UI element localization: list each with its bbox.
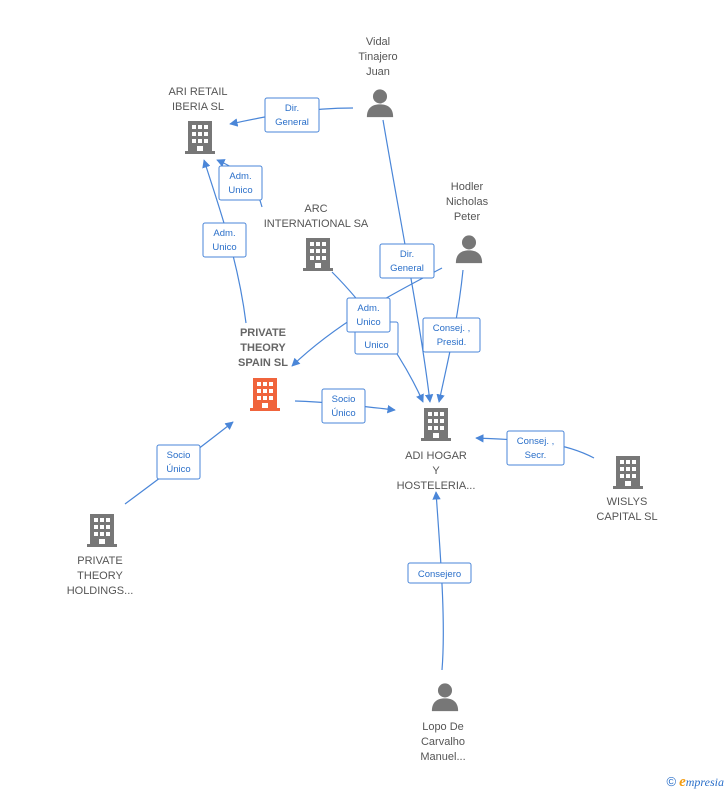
edge-label-line: Único bbox=[166, 464, 190, 475]
edge-label-pts-adi[interactable]: Socio Único bbox=[321, 388, 366, 424]
edge-label-line: Adm. bbox=[213, 228, 235, 239]
edge-label-line: Dir. bbox=[285, 103, 299, 114]
edge-label-box bbox=[379, 243, 435, 279]
node-label-line: HOSTELERIA... bbox=[397, 480, 476, 492]
node-label-line: ARC bbox=[304, 203, 327, 215]
edge-label-pts-ari[interactable]: Adm. Unico bbox=[202, 222, 247, 258]
edge-label-box bbox=[202, 222, 247, 258]
node-wislys-capital[interactable]: WISLYS CAPITAL SL bbox=[596, 456, 658, 523]
edge-label-vidal-ari[interactable]: Dir. General bbox=[264, 97, 320, 133]
node-lopo[interactable]: Lopo De Carvalho Manuel... bbox=[420, 683, 466, 763]
building-icon bbox=[250, 378, 280, 411]
node-arc-international[interactable]: ARC INTERNATIONAL SA bbox=[264, 203, 369, 271]
node-label-line: WISLYS bbox=[607, 496, 648, 508]
copyright-symbol: © bbox=[666, 774, 677, 789]
edge-label-box bbox=[407, 562, 472, 584]
nodes-layer: Vidal Tinajero Juan ARI RETAIL IBERIA SL… bbox=[67, 36, 658, 763]
edge-label-line: Adm. bbox=[357, 303, 379, 314]
node-label-line: ADI HOGAR bbox=[405, 450, 467, 462]
brand-name: mpresia bbox=[685, 775, 724, 789]
edge-label-line: Unico bbox=[364, 340, 388, 351]
node-label-line: Lopo De bbox=[422, 721, 464, 733]
node-label-line: HOLDINGS... bbox=[67, 585, 134, 597]
edge-label-wislys-adi[interactable]: Consej. , Secr. bbox=[506, 430, 565, 466]
node-hodler[interactable]: Hodler Nicholas Peter bbox=[446, 181, 489, 264]
building-icon bbox=[185, 121, 215, 154]
node-label-line: Peter bbox=[454, 211, 481, 223]
node-adi-hogar[interactable]: ADI HOGAR Y HOSTELERIA... bbox=[397, 408, 476, 492]
node-private-theory-holdings[interactable]: PRIVATE THEORY HOLDINGS... bbox=[67, 514, 134, 597]
node-label-line: Tinajero bbox=[358, 51, 397, 63]
node-label-line: Vidal bbox=[366, 36, 390, 48]
edge-label-line: Único bbox=[331, 408, 355, 419]
person-icon bbox=[431, 683, 459, 712]
edge-label-box bbox=[321, 388, 366, 424]
node-label-line: Y bbox=[432, 465, 440, 477]
edge-label-box bbox=[218, 165, 263, 201]
edge-label-pth-pts[interactable]: Socio Único bbox=[156, 444, 201, 480]
node-label-line: THEORY bbox=[240, 342, 286, 354]
edge-label-line: General bbox=[275, 117, 309, 128]
node-label-line: PRIVATE bbox=[240, 327, 286, 339]
edge-label-box bbox=[422, 317, 481, 353]
node-label-line: ARI RETAIL bbox=[168, 86, 227, 98]
node-label-line: Nicholas bbox=[446, 196, 489, 208]
edge-label-box bbox=[156, 444, 201, 480]
building-icon bbox=[303, 238, 333, 271]
edge-label-line: Unico bbox=[212, 242, 236, 253]
building-icon bbox=[87, 514, 117, 547]
edge-label-vidal-adi[interactable]: Dir. General bbox=[379, 243, 435, 279]
node-label-line: THEORY bbox=[77, 570, 123, 582]
edge-label-line: Consej. , bbox=[517, 436, 555, 447]
edge-label-line: Socio bbox=[167, 450, 191, 461]
edge-label-hodler-adi[interactable]: Consej. , Presid. bbox=[422, 317, 481, 353]
building-icon bbox=[421, 408, 451, 441]
node-label-line: Hodler bbox=[451, 181, 484, 193]
edge-label-box bbox=[346, 297, 391, 333]
node-ari-retail[interactable]: ARI RETAIL IBERIA SL bbox=[168, 86, 228, 154]
edge-label-lopo-adi[interactable]: Consejero bbox=[407, 562, 472, 584]
edge-label-line: Adm. bbox=[229, 171, 251, 182]
edge-label-box bbox=[506, 430, 565, 466]
edge-label-hodler-pts[interactable]: Adm. Unico bbox=[346, 297, 391, 333]
node-label-line: Juan bbox=[366, 66, 390, 78]
node-label-line: IBERIA SL bbox=[172, 101, 224, 113]
node-label-line: PRIVATE bbox=[77, 555, 122, 567]
edge-line-lopo-adi bbox=[432, 491, 444, 671]
edge-label-line: Unico bbox=[228, 185, 252, 196]
edge-label-line: Presid. bbox=[437, 337, 467, 348]
node-private-theory-spain[interactable]: PRIVATE THEORY SPAIN SL bbox=[238, 327, 288, 411]
edge-label-line: Secr. bbox=[525, 450, 547, 461]
edge-label-line: Consej. , bbox=[433, 323, 471, 334]
node-label-line: CAPITAL SL bbox=[596, 511, 657, 523]
person-icon bbox=[366, 89, 394, 118]
brand-initial: e bbox=[679, 774, 686, 790]
empresia-logo[interactable]: © empresia bbox=[667, 774, 725, 791]
edge-labels: Dir. General Adm. Unico Adm. Unico Dir. … bbox=[156, 97, 565, 584]
building-icon bbox=[613, 456, 643, 489]
node-label-line: SPAIN SL bbox=[238, 357, 288, 369]
node-label-line: Manuel... bbox=[420, 751, 465, 763]
edge-label-line: Socio bbox=[332, 394, 356, 405]
edge-label-box bbox=[264, 97, 320, 133]
edge-label-line: Consejero bbox=[418, 569, 461, 580]
node-label-line: Carvalho bbox=[421, 736, 465, 748]
node-vidal[interactable]: Vidal Tinajero Juan bbox=[358, 36, 398, 118]
node-label-line: INTERNATIONAL SA bbox=[264, 218, 369, 230]
edge-label-line: Unico bbox=[356, 317, 380, 328]
edge-label-line: General bbox=[390, 263, 424, 274]
edge-label-arc-ari[interactable]: Adm. Unico bbox=[218, 165, 263, 201]
edge-label-line: Dir. bbox=[400, 249, 414, 260]
person-icon bbox=[455, 235, 483, 264]
